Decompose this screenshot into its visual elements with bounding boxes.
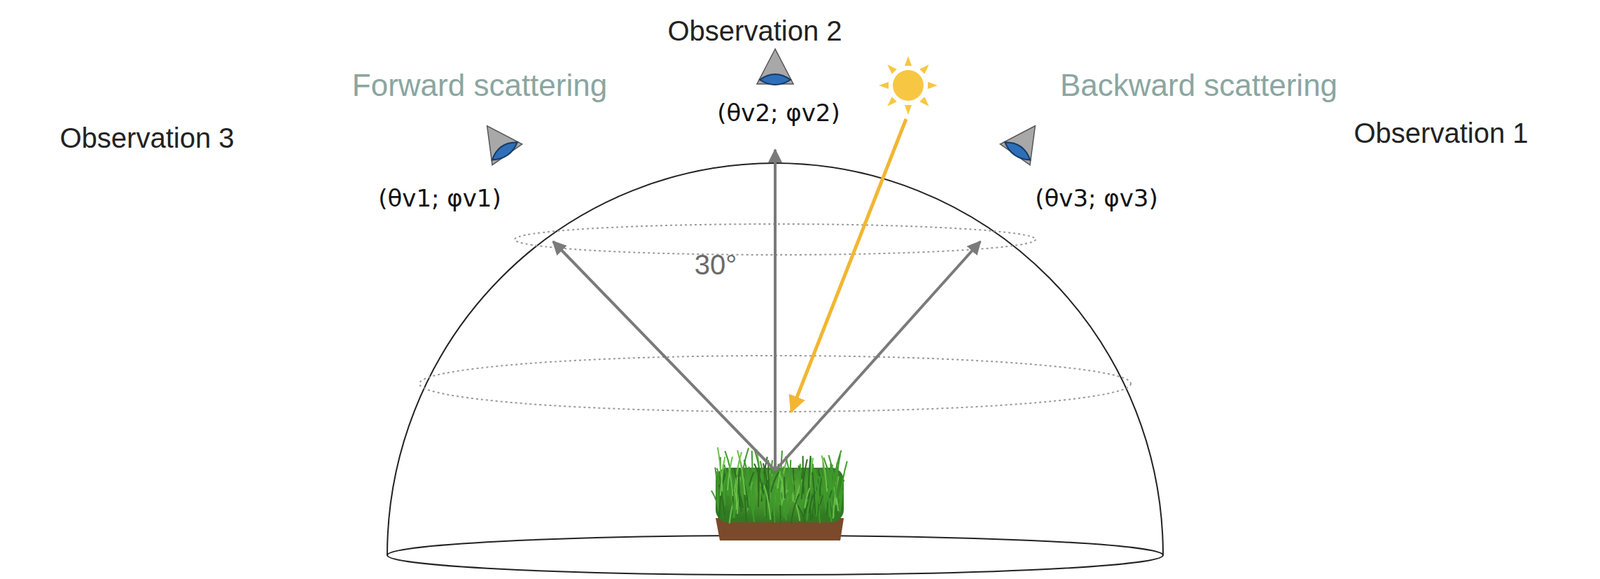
grass-blade	[736, 476, 738, 510]
grass-blade	[839, 461, 848, 507]
grass-blade	[791, 474, 798, 495]
observation-label: Observation 3	[59, 121, 234, 155]
view-arrow	[773, 149, 777, 471]
grass-blade	[806, 488, 813, 521]
angle-value: 30°	[694, 248, 738, 281]
grass-blade	[821, 455, 827, 493]
sun-ray	[791, 119, 907, 412]
grass-blade	[782, 473, 785, 498]
grass-blade	[752, 478, 755, 512]
grass-blade	[769, 486, 776, 510]
grass-blade	[744, 494, 747, 522]
angle-label: (θv2; φv2)	[717, 99, 841, 127]
grass-blade	[724, 483, 726, 506]
grass-blade	[733, 467, 742, 512]
grass-blade	[828, 497, 831, 518]
grass-blade	[720, 456, 726, 496]
grass-blade	[780, 505, 781, 524]
observer-eye	[999, 115, 1051, 166]
grass-blade	[791, 494, 800, 524]
grass-blade	[785, 456, 792, 491]
grass-blade	[815, 469, 820, 505]
observer-eye	[756, 49, 794, 85]
angle-label: (θv3; φv3)	[1034, 184, 1159, 213]
grass-blade	[763, 485, 771, 520]
observer-eye	[471, 115, 523, 166]
scattering-label: Backward scattering	[1060, 67, 1338, 104]
observation-label: Observation 1	[1353, 116, 1528, 150]
grass-blade	[828, 469, 834, 496]
angle-label: (θv1; φv1)	[378, 184, 502, 213]
grass-blade	[724, 450, 734, 491]
grass-blade	[727, 456, 733, 491]
view-arrow	[553, 241, 776, 471]
grass-blade	[836, 455, 841, 494]
grass-blade	[801, 459, 808, 500]
observation-label: Observation 2	[667, 14, 842, 47]
grass-blade	[783, 476, 786, 499]
base-ellipse	[387, 535, 1164, 575]
grass-blade	[770, 471, 779, 493]
sun-icon	[878, 56, 938, 115]
view-arrow	[775, 241, 981, 471]
scattering-label: Forward scattering	[352, 67, 608, 104]
grass-blade	[754, 463, 764, 493]
grass-patch	[711, 447, 848, 541]
